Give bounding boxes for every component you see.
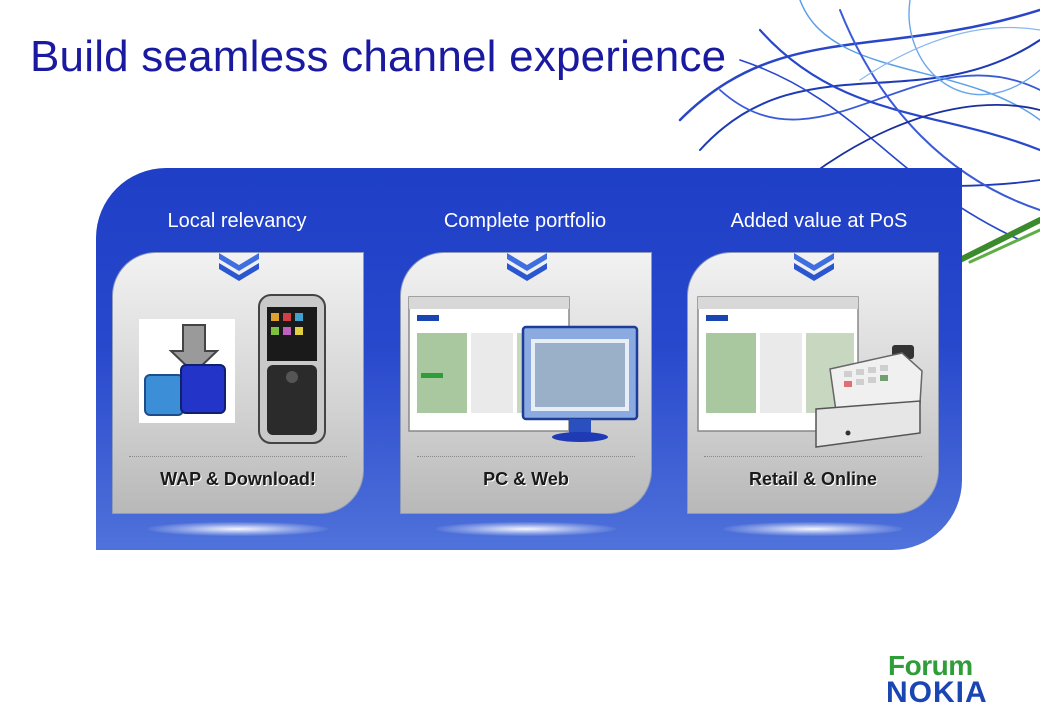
chevron-down-icon [507, 253, 547, 281]
logo-forum-text: Forum [888, 650, 973, 681]
mobile-phone-icon [258, 294, 326, 444]
glow-reflection [436, 522, 616, 536]
card-divider [129, 456, 347, 457]
download-icon [139, 319, 235, 423]
card-wap-download: WAP & Download! [112, 252, 364, 514]
card-retail-online: Retail & Online [687, 252, 939, 514]
chevron-down-icon [794, 253, 834, 281]
heading-local-relevancy: Local relevancy [167, 210, 307, 232]
cash-register-icon [815, 345, 923, 448]
glow-reflection [723, 522, 903, 536]
logo-nokia-text: NOKIA [886, 676, 988, 709]
glow-reflection [148, 522, 328, 536]
card-label-retail-online: Retail & Online [748, 469, 878, 489]
forum-nokia-logo: Forum NOKIA [884, 650, 1024, 710]
wap-download-illustration [139, 294, 326, 444]
card-label-pc-web: PC & Web [483, 469, 569, 489]
card-label-wap-download: WAP & Download! [160, 469, 316, 489]
card-divider [417, 456, 635, 457]
pc-web-illustration [408, 296, 639, 442]
chevron-down-icon [219, 253, 259, 281]
card-pc-web: PC & Web [400, 252, 652, 514]
heading-added-value-pos: Added value at PoS [730, 210, 908, 232]
heading-complete-portfolio: Complete portfolio [443, 210, 607, 232]
slide-title: Build seamless channel experience [30, 32, 727, 81]
pc-monitor-icon [521, 325, 639, 442]
retail-online-illustration [697, 296, 923, 448]
card-divider [704, 456, 922, 457]
